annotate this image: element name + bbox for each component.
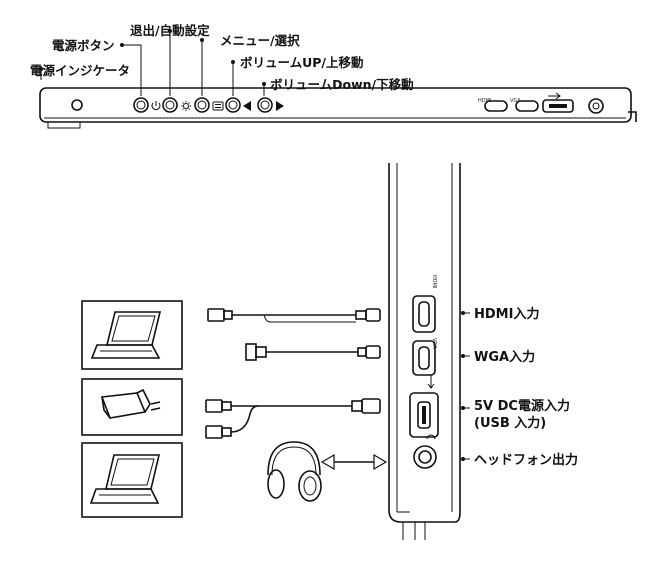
power-indicator-led bbox=[71, 99, 83, 111]
hdmi-label: HDMI入力 bbox=[474, 306, 539, 322]
monitor-profile: HDMI VGA bbox=[388, 163, 461, 540]
power-button-label: 電源ボタン bbox=[52, 38, 115, 53]
power-button[interactable] bbox=[133, 97, 149, 113]
headphones bbox=[267, 441, 322, 502]
hdmi-cable bbox=[207, 308, 381, 323]
power-indicator-label: 電源インジケータ bbox=[30, 63, 130, 78]
headphone-jack bbox=[413, 434, 437, 469]
menu-icon bbox=[212, 101, 224, 111]
double-arrow-icon bbox=[320, 453, 388, 471]
arrow-right-icon bbox=[276, 101, 284, 111]
usb-port-top bbox=[542, 92, 574, 113]
arrow-left-icon bbox=[243, 101, 251, 111]
hdmi-port bbox=[412, 295, 436, 333]
headphone-label: ヘッドフォン出力 bbox=[474, 452, 578, 468]
vga-port-top: VGA bbox=[510, 98, 539, 112]
usb-y-cable bbox=[205, 398, 381, 439]
exit-auto-button[interactable] bbox=[162, 97, 178, 113]
vga-port bbox=[412, 340, 436, 376]
svg-text:HDMI: HDMI bbox=[431, 275, 437, 288]
power-icon bbox=[151, 101, 161, 111]
exit-auto-label: 退出/自動設定 bbox=[130, 23, 210, 38]
volume-down-label: ボリュームDown/下移動 bbox=[270, 77, 414, 92]
laptop-hdmi-source bbox=[81, 300, 183, 370]
laptop-usb-source bbox=[81, 442, 183, 518]
power-adapter bbox=[81, 378, 183, 436]
volume-up-button[interactable] bbox=[225, 97, 241, 113]
usb-dc-port bbox=[409, 392, 439, 438]
menu-select-label: メニュー/選択 bbox=[220, 33, 300, 48]
hdmi-port-top: HDMI bbox=[478, 98, 508, 112]
svg-text:VGA: VGA bbox=[431, 338, 437, 349]
svg-text:HDMI: HDMI bbox=[478, 98, 491, 104]
headphone-port-top bbox=[588, 98, 604, 114]
volume-down-button[interactable] bbox=[257, 97, 273, 113]
vga-label: WGA入力 bbox=[474, 349, 535, 365]
monitor-side-view: HDMI VGA bbox=[39, 87, 637, 129]
dc-label-line2: (USB 入力) bbox=[474, 415, 546, 431]
volume-up-label: ボリュームUP/上移動 bbox=[240, 55, 364, 70]
right-leader-lines bbox=[461, 311, 470, 461]
dc-label-line1: 5V DC電源入力 bbox=[474, 398, 570, 414]
menu-button[interactable] bbox=[194, 97, 210, 113]
sun-icon bbox=[181, 101, 191, 111]
top-leader-lines bbox=[39, 29, 266, 96]
svg-text:VGA: VGA bbox=[510, 98, 521, 104]
vga-cable bbox=[245, 343, 381, 361]
